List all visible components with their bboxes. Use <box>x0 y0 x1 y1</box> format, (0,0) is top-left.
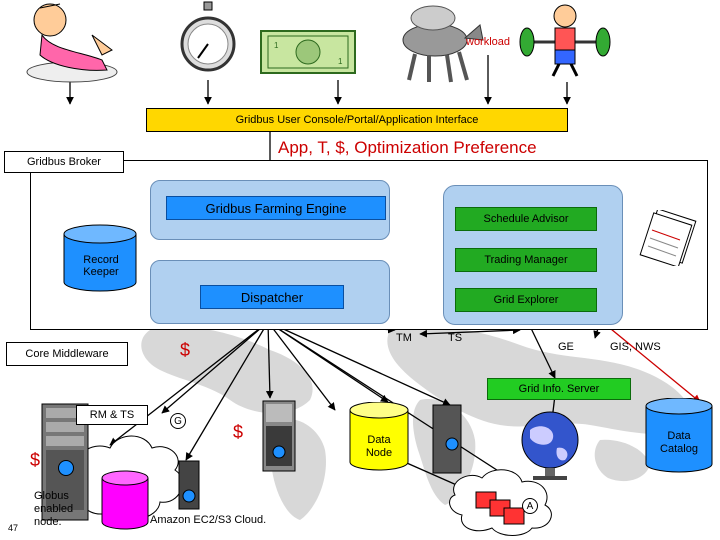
rm-ts-label: RM & TS <box>76 405 148 425</box>
a-badge: A <box>522 498 538 514</box>
small-server-icon <box>178 460 200 510</box>
data-node-cylinder-icon <box>349 402 409 471</box>
globe-icon <box>521 411 579 480</box>
schedule-advisor-button[interactable]: Schedule Advisor <box>455 207 597 231</box>
tm-label: TM <box>396 332 412 344</box>
workload-label: workload <box>466 36 511 48</box>
globus-node-label: Globus enabled node. <box>34 490 74 528</box>
record-keeper-label: Record Keeper <box>83 254 119 278</box>
user-console-bar[interactable]: Gridbus User Console/Portal/Application … <box>146 108 568 132</box>
ts-label: TS <box>448 332 463 344</box>
amazon-cloud-label: Amazon EC2/S3 Cloud. <box>150 514 267 526</box>
dollar-bill-icon: 1 1 <box>260 30 356 74</box>
red-computers-icon <box>475 491 525 525</box>
grid-explorer-button[interactable]: Grid Explorer <box>455 288 597 312</box>
gis-nws-label: GIS, NWS <box>610 341 661 353</box>
svg-text:1: 1 <box>274 41 279 50</box>
weightlifter-icon <box>519 4 611 77</box>
ge-label: GE <box>558 341 574 353</box>
schedule-sheets-icon <box>639 210 697 266</box>
grid-info-server-button[interactable]: Grid Info. Server <box>487 378 631 400</box>
cost-dollar-1: $ <box>180 340 191 360</box>
cost-dollar-3: $ <box>233 422 244 442</box>
data-catalog-label: Data Catalog <box>660 430 698 455</box>
broker-title: Gridbus Broker <box>4 151 124 173</box>
stopwatch-icon <box>180 1 236 72</box>
g-badge: G <box>170 413 186 429</box>
record-keeper-cylinder-icon <box>63 224 137 292</box>
core-middleware-label: Core Middleware <box>6 342 128 366</box>
data-catalog-cylinder-icon <box>645 398 713 473</box>
server-rack-left-icon <box>41 403 89 521</box>
cost-dollar-2: $ <box>30 450 41 470</box>
node-status-dot <box>58 460 74 476</box>
svg-text:1: 1 <box>338 57 343 66</box>
dispatcher-button[interactable]: Dispatcher <box>200 285 344 309</box>
preference-label: App, T, $, Optimization Preference <box>278 138 537 157</box>
storage-cylinder-icon <box>101 470 149 530</box>
user-cartoon-icon <box>26 3 118 83</box>
farming-engine-button[interactable]: Gridbus Farming Engine <box>166 196 386 220</box>
donkey-workload-icon <box>402 5 484 83</box>
data-node-label: Data Node <box>365 434 393 459</box>
world-map <box>141 325 693 520</box>
trading-manager-button[interactable]: Trading Manager <box>455 248 597 272</box>
cluster-server-icon <box>432 404 462 474</box>
server-tower-icon <box>262 400 296 472</box>
page-number: 47 <box>8 523 19 533</box>
